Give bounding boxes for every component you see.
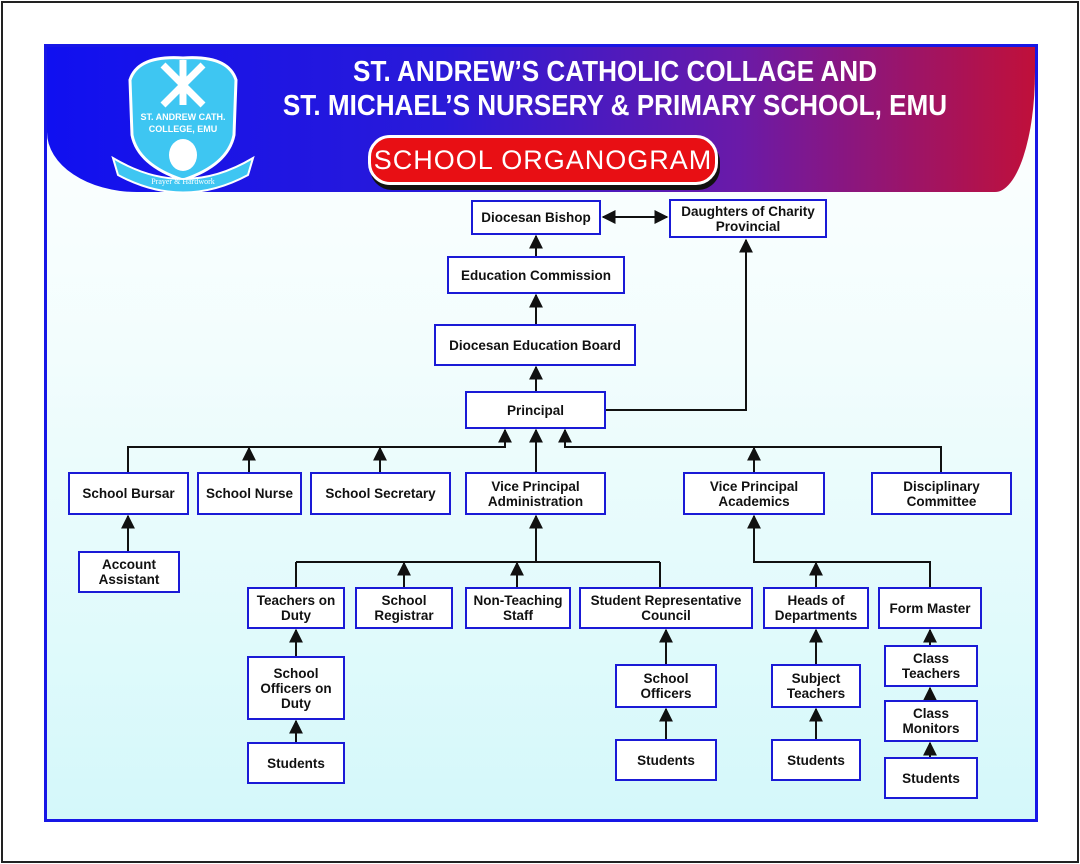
node-student-representative-council: Student Representative Council bbox=[579, 587, 753, 629]
node-heads-of-departments: Heads of Departments bbox=[763, 587, 869, 629]
title-line-1: ST. ANDREW’S CATHOLIC COLLAGE AND bbox=[353, 56, 877, 88]
school-logo: ST. ANDREW CATH. COLLEGE, EMU Prayer & H… bbox=[111, 56, 255, 194]
node-school-officers-on-duty: School Officers on Duty bbox=[247, 656, 345, 720]
logo-text-2: COLLEGE, EMU bbox=[149, 124, 218, 134]
organogram-title: SCHOOL ORGANOGRAM bbox=[368, 135, 718, 185]
node-teachers-on-duty: Teachers on Duty bbox=[247, 587, 345, 629]
logo-text-1: ST. ANDREW CATH. bbox=[141, 112, 226, 122]
node-form-master: Form Master bbox=[878, 587, 982, 629]
node-non-teaching-staff: Non-Teaching Staff bbox=[465, 587, 571, 629]
node-school-secretary: School Secretary bbox=[310, 472, 451, 515]
node-disciplinary-committee: Disciplinary Committee bbox=[871, 472, 1012, 515]
node-subject-teachers: Subject Teachers bbox=[771, 664, 861, 708]
node-account-assistant: Account Assistant bbox=[78, 551, 180, 593]
node-class-monitors: Class Monitors bbox=[884, 700, 978, 742]
node-students: Students bbox=[771, 739, 861, 781]
node-students: Students bbox=[615, 739, 717, 781]
node-school-nurse: School Nurse bbox=[197, 472, 302, 515]
node-vp-administration: Vice Principal Administration bbox=[465, 472, 606, 515]
node-daughters-of-charity: Daughters of Charity Provincial bbox=[669, 199, 827, 238]
logo-motto: Prayer & Hardwork bbox=[151, 177, 215, 186]
node-diocesan-bishop: Diocesan Bishop bbox=[471, 200, 601, 235]
node-students: Students bbox=[884, 757, 978, 799]
node-diocesan-education-board: Diocesan Education Board bbox=[434, 324, 636, 366]
node-students: Students bbox=[247, 742, 345, 784]
node-vp-academics: Vice Principal Academics bbox=[683, 472, 825, 515]
node-school-officers: School Officers bbox=[615, 664, 717, 708]
node-class-teachers: Class Teachers bbox=[884, 645, 978, 687]
title-line-2: ST. MICHAEL’S NURSERY & PRIMARY SCHOOL, … bbox=[282, 90, 948, 122]
node-principal: Principal bbox=[465, 391, 606, 429]
node-school-registrar: School Registrar bbox=[355, 587, 453, 629]
node-education-commission: Education Commission bbox=[447, 256, 625, 294]
node-school-bursar: School Bursar bbox=[68, 472, 189, 515]
